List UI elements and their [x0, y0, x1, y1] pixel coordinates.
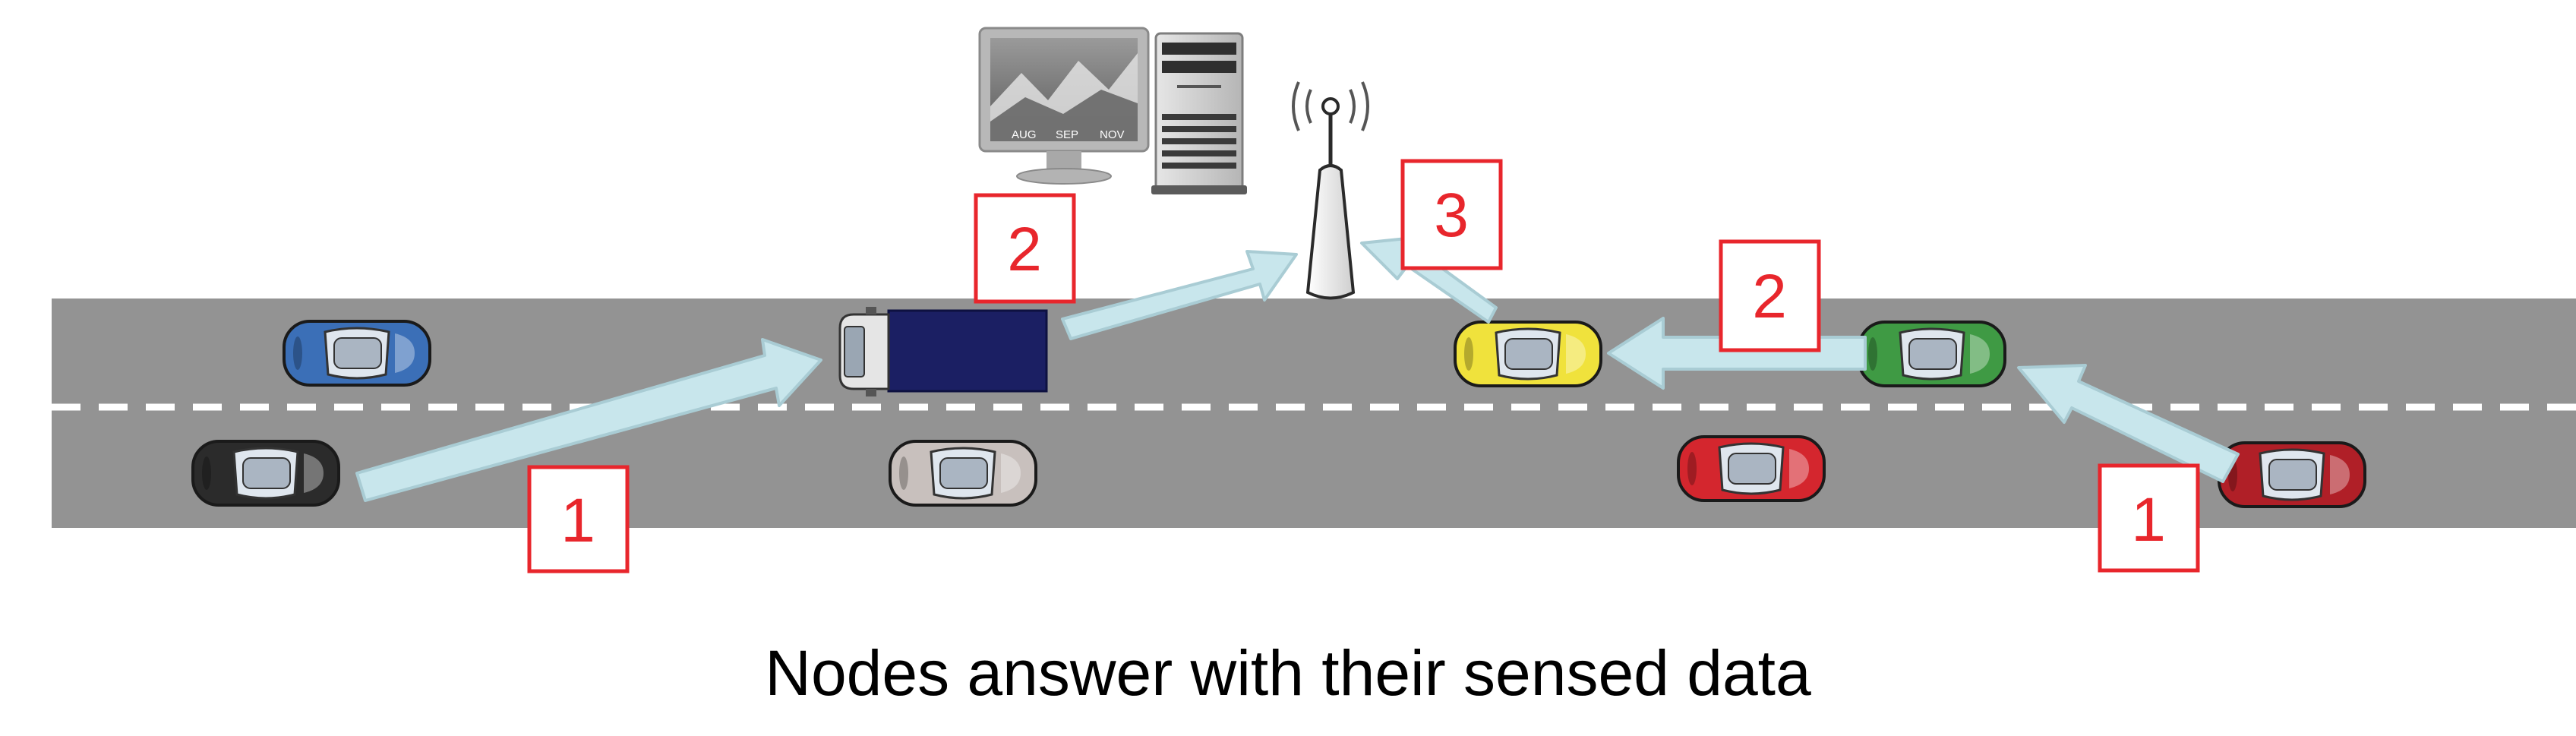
arrow-darkred-to-green — [2017, 364, 2240, 483]
step-number: 1 — [560, 486, 595, 555]
step-label-2-green: 2 — [1719, 239, 1821, 352]
server-tower-icon — [1151, 32, 1247, 194]
monitor-axis-label: NOV — [1100, 128, 1125, 141]
step-label-2-truck: 2 — [974, 193, 1076, 304]
access-point-antenna-icon — [1292, 81, 1369, 300]
arrow-black-to-truck — [355, 338, 822, 502]
step-number: 2 — [1007, 215, 1042, 284]
blue-car — [283, 320, 431, 387]
step-label-1-right: 1 — [2098, 463, 2200, 573]
red-car — [1677, 435, 1826, 502]
monitor-axis-label: SEP — [1056, 128, 1078, 141]
step-number: 2 — [1752, 262, 1787, 331]
arrow-truck-to-ap — [1061, 250, 1298, 340]
dark-red-car — [2218, 441, 2366, 508]
green-car — [1858, 321, 2006, 387]
yellow-car — [1454, 321, 1602, 387]
diagram-caption: Nodes answer with their sensed data — [765, 637, 1811, 709]
monitor-icon: AUG SEP NOV — [978, 27, 1150, 185]
arrow-green-to-yellow — [1607, 317, 1867, 390]
step-number: 1 — [2131, 485, 2166, 554]
step-label-3: 3 — [1400, 159, 1503, 270]
step-label-1-left: 1 — [527, 465, 630, 573]
truck — [838, 307, 1048, 396]
black-car — [191, 440, 340, 507]
silver-car — [889, 440, 1037, 507]
step-number: 3 — [1434, 181, 1469, 250]
data-flow-arrows — [355, 235, 2240, 502]
monitor-axis-label: AUG — [1012, 128, 1037, 141]
